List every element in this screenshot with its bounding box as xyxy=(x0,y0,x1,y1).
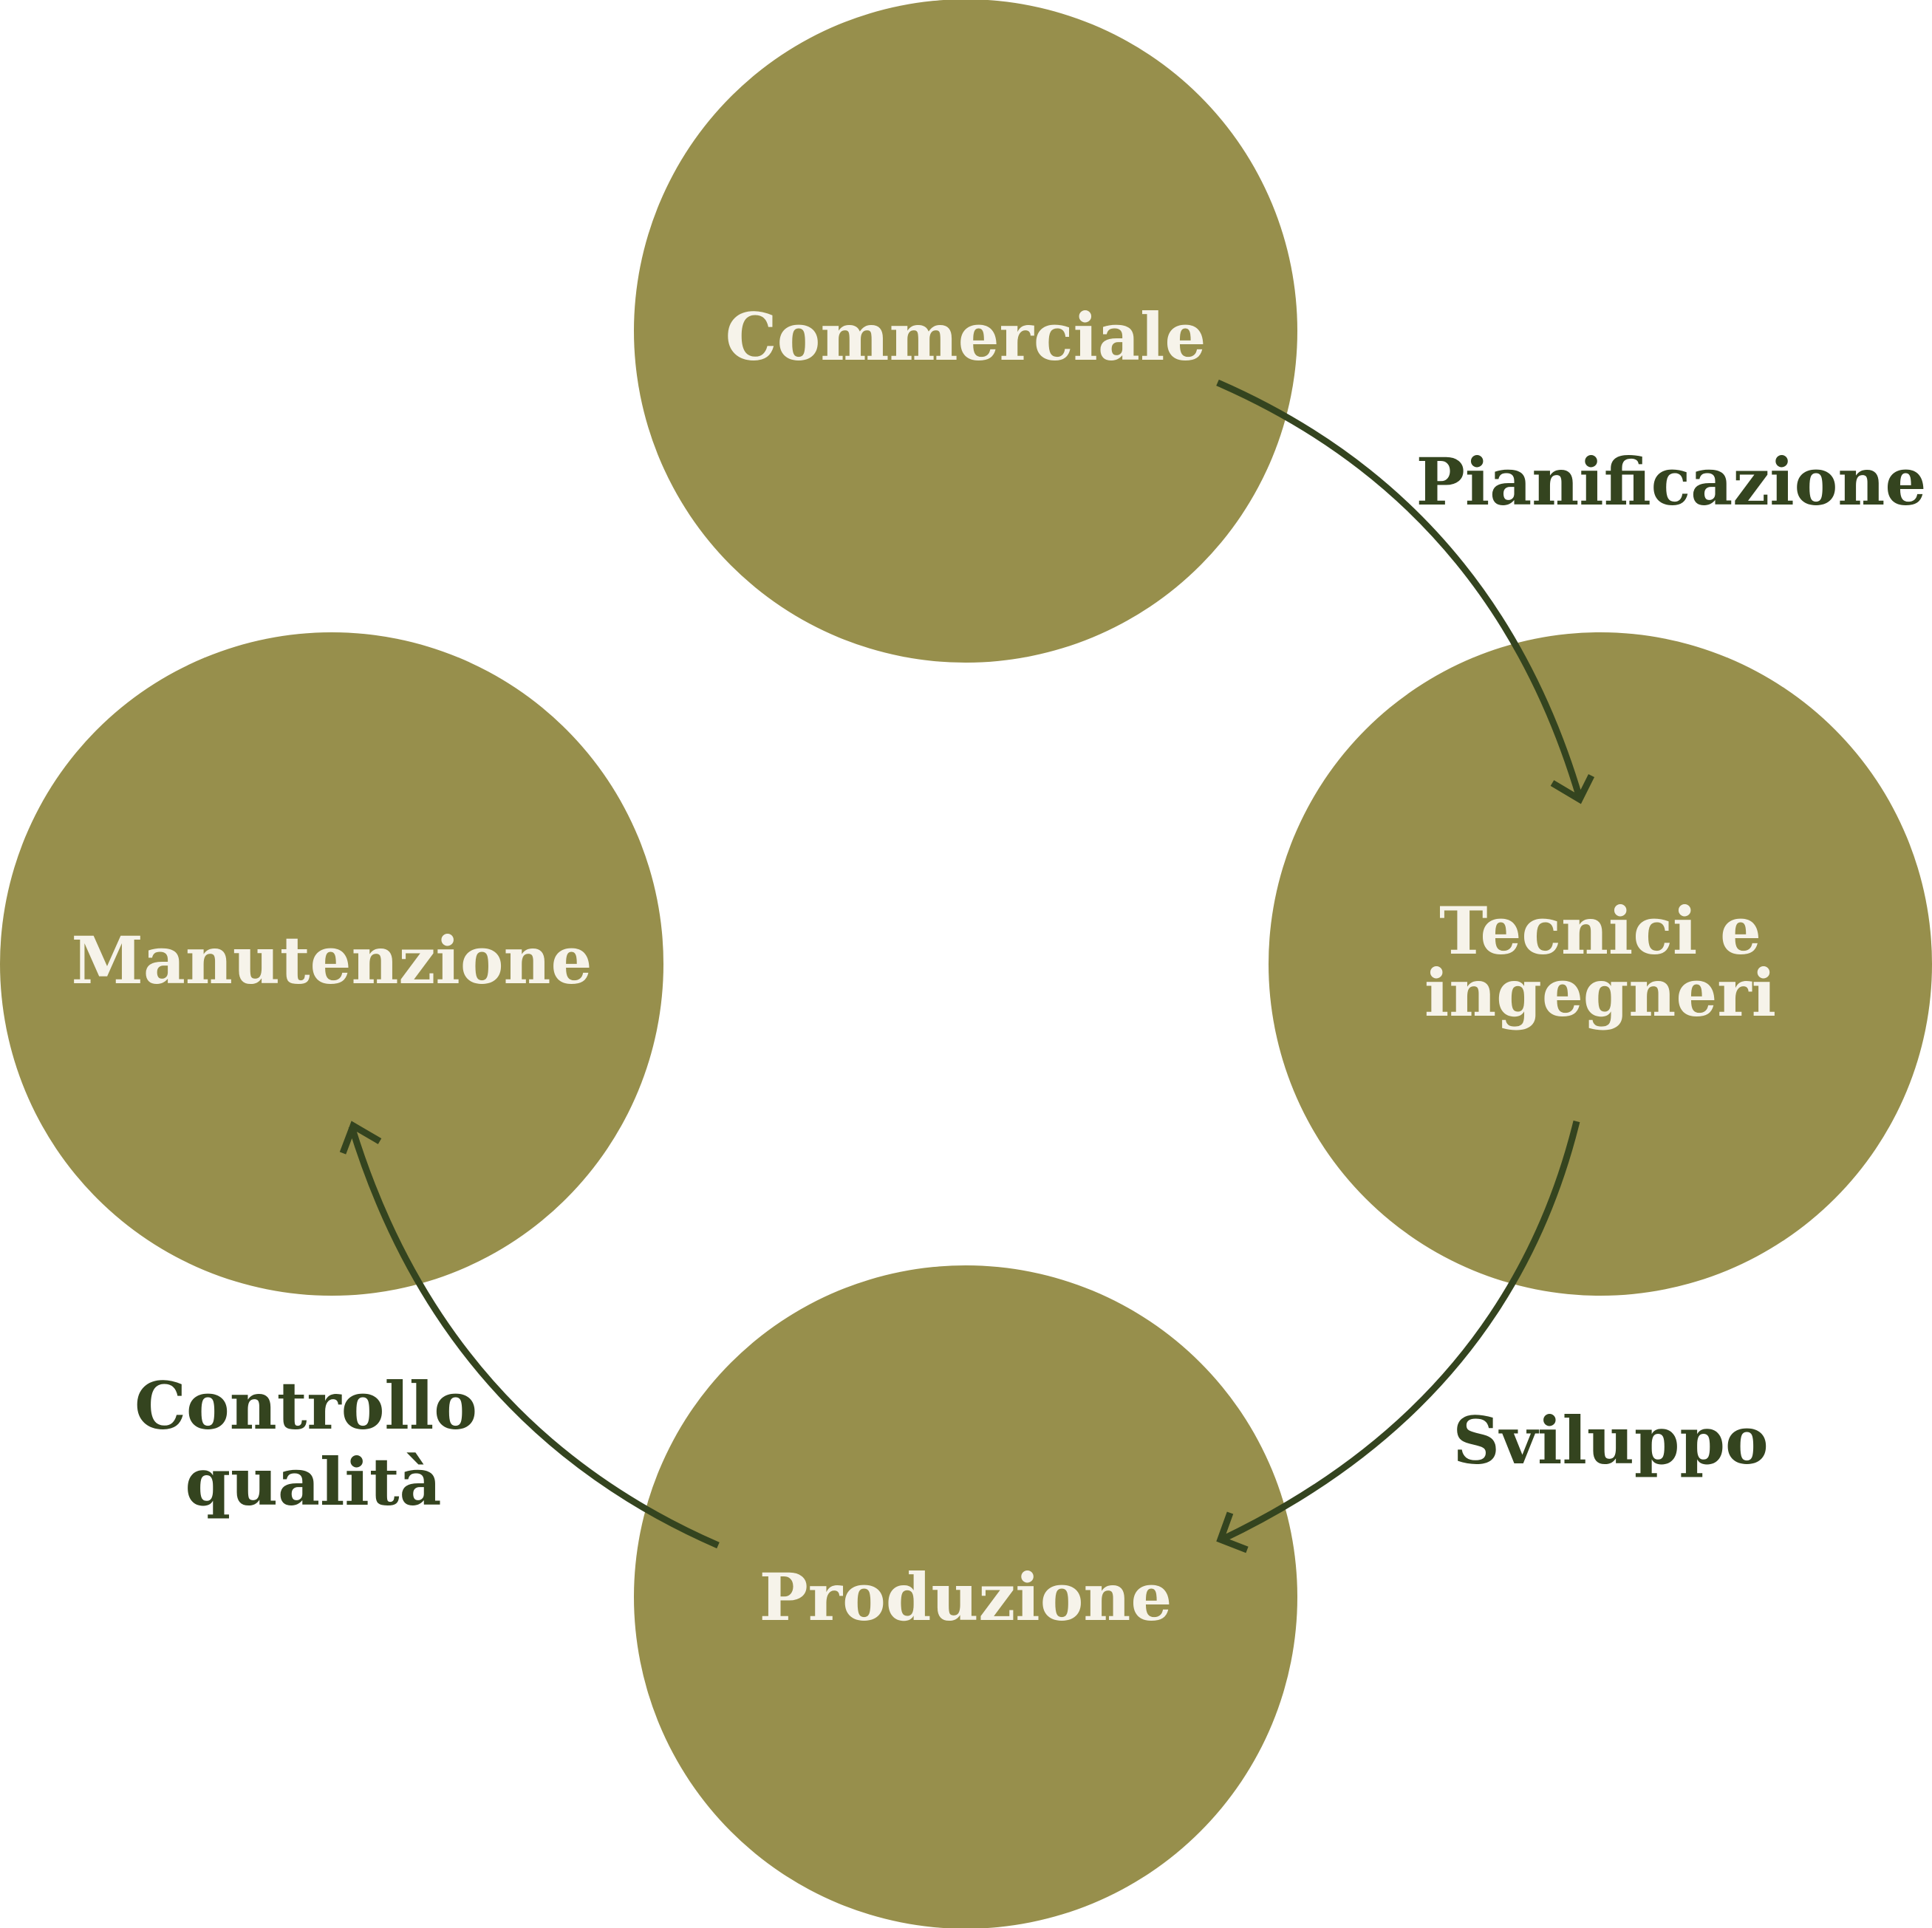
arrow-controllo-qualita xyxy=(348,1125,720,1549)
node-produzione xyxy=(634,1265,1297,1928)
node-label-tecnici-line2: ingegneri xyxy=(1424,954,1776,1031)
edge-label-pianificazione: Pianificazione xyxy=(1416,443,1927,520)
arrow-pianificazione xyxy=(1216,379,1583,799)
arrowhead-controllo-qualita xyxy=(339,1121,382,1155)
edge-label-controllo-line1: Controllo xyxy=(134,1367,477,1444)
arrowhead-pianificazione xyxy=(1550,773,1595,804)
node-label-tecnici-line1: Tecnici e xyxy=(1439,892,1761,969)
arrowhead-sviluppo xyxy=(1216,1511,1249,1553)
edge-label-sviluppo: Sviluppo xyxy=(1453,1402,1768,1479)
node-tecnici-e-ingegneri xyxy=(1269,632,1932,1296)
arrow-sviluppo xyxy=(1221,1120,1580,1543)
node-label-produzione: Produzione xyxy=(760,1559,1172,1635)
node-label-manutenzione: Manutenzione xyxy=(71,922,592,999)
node-commerciale xyxy=(634,0,1297,663)
node-manutenzione xyxy=(0,632,663,1296)
edge-label-controllo-line2: qualità xyxy=(185,1443,441,1520)
node-label-commerciale: Commerciale xyxy=(726,298,1206,375)
